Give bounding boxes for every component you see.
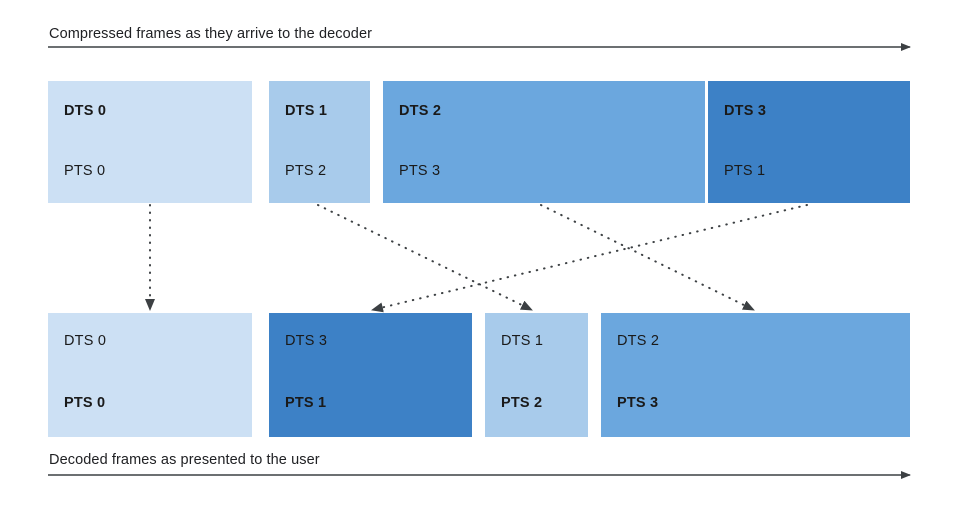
bottom-frame-3[interactable]: DTS 2 PTS 3 [601, 313, 910, 437]
bottom-frame-3-dts: DTS 2 [617, 333, 660, 349]
bottom-frame-2[interactable]: DTS 1 PTS 2 [485, 313, 588, 437]
top-frame-3[interactable]: DTS 3 PTS 1 [708, 81, 910, 203]
frame-2-mapping [540, 204, 755, 311]
top-frame-3-dts: DTS 3 [724, 103, 767, 119]
bottom-frame-2-dts: DTS 1 [501, 333, 544, 349]
bottom-frame-0-pts: PTS 0 [64, 395, 106, 411]
bottom-frame-1-dts: DTS 3 [285, 333, 328, 349]
top-frame-3-pts: PTS 1 [724, 163, 766, 179]
bottom-frame-0[interactable]: DTS 0 PTS 0 [48, 313, 252, 437]
bottom-caption: Decoded frames as presented to the user [49, 452, 320, 468]
top-frame-1-dts: DTS 1 [285, 103, 328, 119]
top-frame-2-pts: PTS 3 [399, 163, 441, 179]
top-frame-0-dts: DTS 0 [64, 103, 107, 119]
top-frame-1-pts: PTS 2 [285, 163, 327, 179]
bottom-frame-1[interactable]: DTS 3 PTS 1 [269, 313, 472, 437]
frame-1-mapping [317, 204, 533, 311]
top-frame-2-dts: DTS 2 [399, 103, 442, 119]
frame-3-mapping [371, 204, 808, 313]
top-frame-2[interactable]: DTS 2 PTS 3 [383, 81, 705, 203]
top-frame-1[interactable]: DTS 1 PTS 2 [269, 81, 370, 203]
top-caption: Compressed frames as they arrive to the … [49, 26, 373, 42]
top-frame-0[interactable]: DTS 0 PTS 0 [48, 81, 252, 203]
bottom-frame-1-pts: PTS 1 [285, 395, 327, 411]
bottom-frame-3-pts: PTS 3 [617, 395, 659, 411]
bottom-frame-2-pts: PTS 2 [501, 395, 543, 411]
bottom-frame-0-dts: DTS 0 [64, 333, 107, 349]
top-frame-0-pts: PTS 0 [64, 163, 106, 179]
